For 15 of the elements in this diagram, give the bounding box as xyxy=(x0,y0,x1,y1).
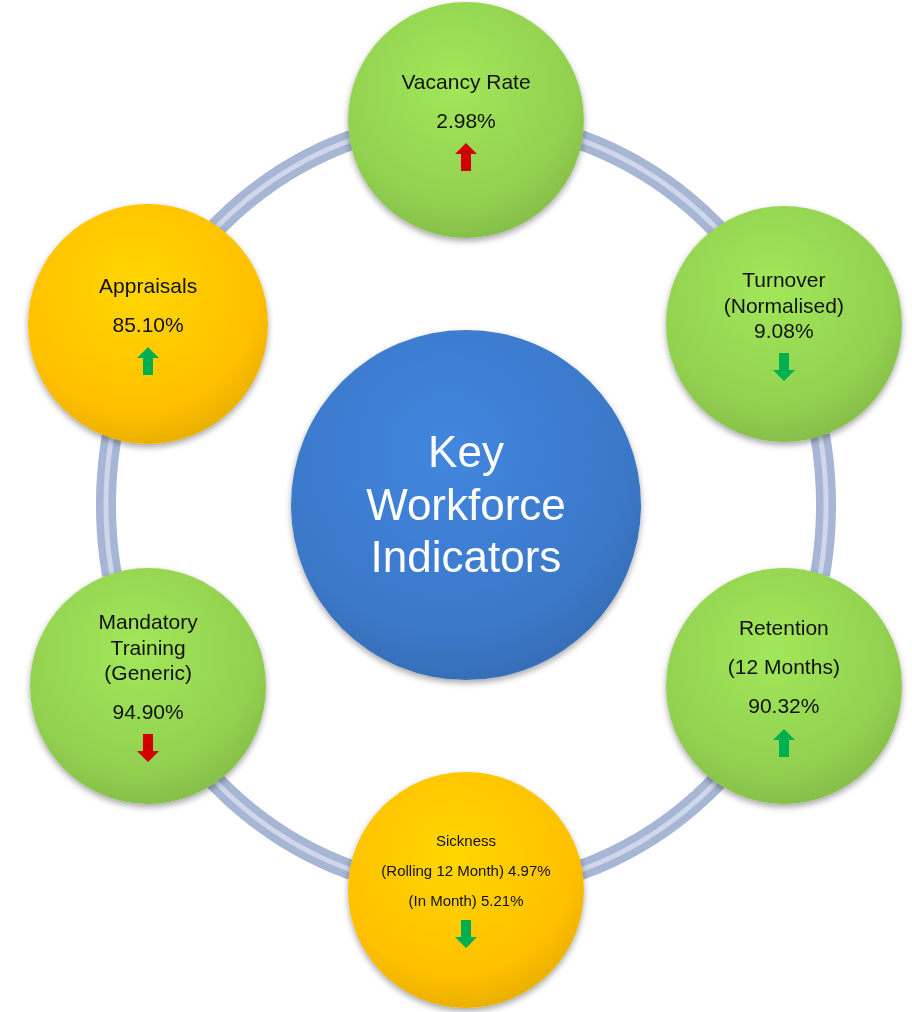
indicator-value: (In Month) 5.21% xyxy=(408,892,524,910)
indicator-name: Turnover (Normalised) xyxy=(722,267,845,318)
indicator-value: 2.98% xyxy=(436,108,496,134)
indicator-value: 94.90% xyxy=(112,698,184,725)
indicator-value: (12 Months) xyxy=(727,654,840,680)
indicator-value: 9.08% xyxy=(754,317,814,344)
indicator-name: Retention xyxy=(738,614,829,641)
indicator-value: (Rolling 12 Month) 4.97% xyxy=(381,862,551,880)
indicator-value: 85.10% xyxy=(112,312,184,338)
indicator-value: 90.32% xyxy=(748,693,820,719)
indicator-name: Vacancy Rate xyxy=(401,68,531,94)
indicator-name: Mandatory Training (Generic) xyxy=(97,609,199,685)
indicator-name: Appraisals xyxy=(99,273,198,299)
indicator-name: Sickness xyxy=(436,832,496,850)
center-title: Key Workforce Indicators xyxy=(365,425,567,584)
